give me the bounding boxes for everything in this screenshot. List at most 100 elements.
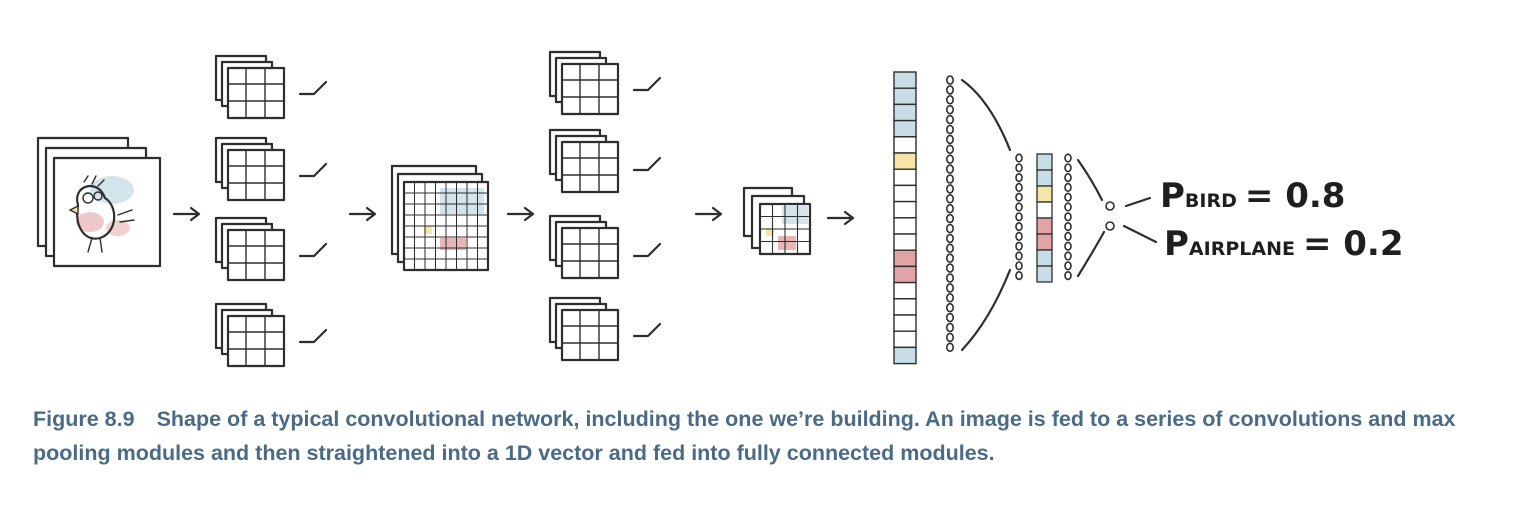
conv-layer-1	[216, 56, 328, 366]
vector-cell	[893, 330, 917, 349]
neuron-node	[1015, 173, 1023, 183]
neuron-node	[1064, 271, 1072, 281]
vector-cell	[893, 346, 917, 365]
vector-cell	[1036, 153, 1053, 171]
pooled-map-stack	[742, 186, 812, 256]
neuron-node	[1015, 163, 1023, 173]
vector-cell	[1036, 201, 1053, 219]
neuron-node	[945, 213, 954, 224]
bird-icon	[68, 175, 135, 253]
vector-cell	[893, 217, 917, 235]
arrow-icon	[694, 206, 723, 222]
neuron-node	[945, 184, 954, 194]
neuron-node	[945, 154, 954, 164]
flattened-vector	[893, 71, 917, 365]
neuron-node	[945, 114, 954, 125]
feature-map-stack	[390, 164, 490, 272]
vector-cell	[893, 103, 917, 122]
neuron-node	[945, 223, 954, 234]
neuron-node	[1064, 163, 1072, 173]
connection-line	[960, 78, 1012, 152]
vector-cell	[893, 184, 917, 203]
arrow-icon	[172, 206, 201, 222]
neuron-node	[945, 263, 954, 273]
vector-cell	[893, 71, 917, 89]
neuron-node	[1015, 192, 1023, 202]
hidden-vector	[1036, 153, 1053, 283]
neuron-node	[945, 164, 954, 174]
neuron-node	[1015, 202, 1023, 212]
neuron-node	[945, 95, 954, 105]
vector-cell	[893, 298, 917, 316]
input-image-stack	[36, 136, 162, 268]
vector-cell	[1036, 217, 1053, 235]
neuron-node	[945, 342, 954, 353]
neuron-node	[945, 144, 954, 155]
vector-cell	[1036, 233, 1053, 251]
neuron-node	[945, 124, 954, 135]
vector-cell	[1036, 185, 1053, 203]
neuron-node	[945, 104, 954, 115]
figure-label: Figure 8.9	[33, 407, 135, 431]
neuron-node	[1015, 241, 1023, 251]
convnet-diagram: PBIRD= 0.8 PAIRPLANE= 0.2	[36, 0, 1404, 400]
neuron-node	[1064, 192, 1072, 202]
neuron-node	[1064, 212, 1072, 222]
neuron-node	[1015, 271, 1023, 281]
vector-cell	[893, 281, 917, 300]
connection-line	[960, 268, 1012, 352]
vector-cell	[893, 314, 917, 332]
dense-layer-2-nodes	[1015, 153, 1023, 281]
neuron-node	[1064, 153, 1072, 163]
vector-cell	[1036, 169, 1053, 187]
vector-cell	[893, 136, 917, 154]
output-airplane: PAIRPLANE= 0.2	[1164, 224, 1404, 264]
dense-layer-3-nodes	[1064, 153, 1072, 281]
neuron-node	[1064, 222, 1072, 232]
vector-cell	[893, 249, 917, 268]
vector-cell	[1036, 249, 1053, 267]
arrow-icon	[348, 206, 377, 222]
connection-line	[1076, 158, 1104, 202]
neuron-node	[945, 253, 954, 264]
neuron-node	[1064, 202, 1072, 212]
neuron-node	[1064, 241, 1072, 251]
neuron-node	[945, 322, 954, 333]
vector-cell	[893, 168, 917, 187]
output-bird: PBIRD= 0.8	[1160, 176, 1345, 216]
neuron-node	[945, 174, 954, 184]
neuron-node	[945, 243, 954, 254]
neuron-node	[945, 312, 954, 323]
neuron-node	[945, 292, 954, 303]
vector-cell	[893, 119, 917, 138]
vector-cell	[893, 265, 917, 284]
arrow-icon	[506, 206, 535, 222]
neuron-node	[945, 134, 954, 145]
figure-caption-text: Shape of a typical convolutional network…	[33, 407, 1456, 465]
output-node	[1105, 201, 1115, 211]
neuron-node	[945, 203, 954, 214]
vector-cell	[893, 152, 917, 170]
neuron-node	[1064, 251, 1072, 261]
dense-layer-1-nodes	[945, 75, 954, 353]
connection-line	[1122, 224, 1158, 244]
neuron-node	[945, 283, 954, 293]
neuron-node	[1064, 261, 1072, 271]
vector-cell	[893, 233, 917, 251]
neuron-node	[1015, 212, 1023, 222]
neuron-node	[1064, 173, 1072, 183]
neuron-node	[1015, 182, 1023, 192]
vector-cell	[893, 200, 917, 219]
connection-line	[1124, 196, 1152, 208]
conv-layer-2	[550, 52, 662, 360]
neuron-node	[1015, 261, 1023, 271]
neuron-node	[1015, 222, 1023, 232]
connection-line	[1076, 230, 1106, 278]
neuron-node	[945, 332, 954, 343]
neuron-node	[945, 85, 954, 95]
output-node	[1105, 221, 1115, 231]
vector-cell	[1036, 265, 1053, 283]
arrow-icon	[826, 210, 855, 226]
neuron-node	[945, 302, 954, 313]
